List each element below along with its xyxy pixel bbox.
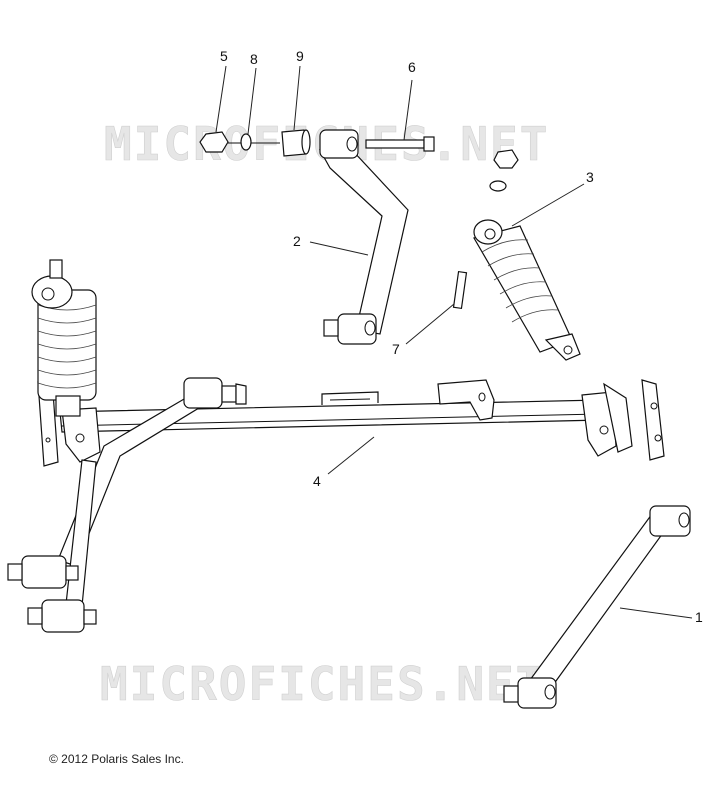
part-6-bolt: [365, 139, 425, 149]
hardware-row: [199, 129, 468, 310]
part-8-washer: [240, 133, 252, 151]
part-7-bolt: [452, 270, 468, 310]
crossbar-assembly: [37, 377, 665, 467]
leader-lines: [215, 65, 693, 619]
callout-5: 5: [220, 48, 228, 64]
part-5-nut: [199, 131, 229, 153]
callout-7: 7: [392, 341, 400, 357]
callout-4: 4: [313, 473, 321, 489]
part-2-upper-arm: [318, 129, 409, 345]
part-3-shock: [473, 149, 581, 361]
left-trailing-arm: [7, 377, 247, 633]
callout-6: 6: [408, 59, 416, 75]
watermark-bottom: MICROFICHES.NET: [100, 657, 545, 711]
callout-1: 1: [695, 609, 703, 625]
copyright-text: © 2012 Polaris Sales Inc.: [49, 752, 184, 766]
shock-left: [31, 259, 97, 417]
callout-9: 9: [296, 48, 304, 64]
callout-8: 8: [250, 51, 258, 67]
callout-3: 3: [586, 169, 594, 185]
callout-2: 2: [293, 233, 301, 249]
part-1-lower-link: [503, 505, 691, 709]
